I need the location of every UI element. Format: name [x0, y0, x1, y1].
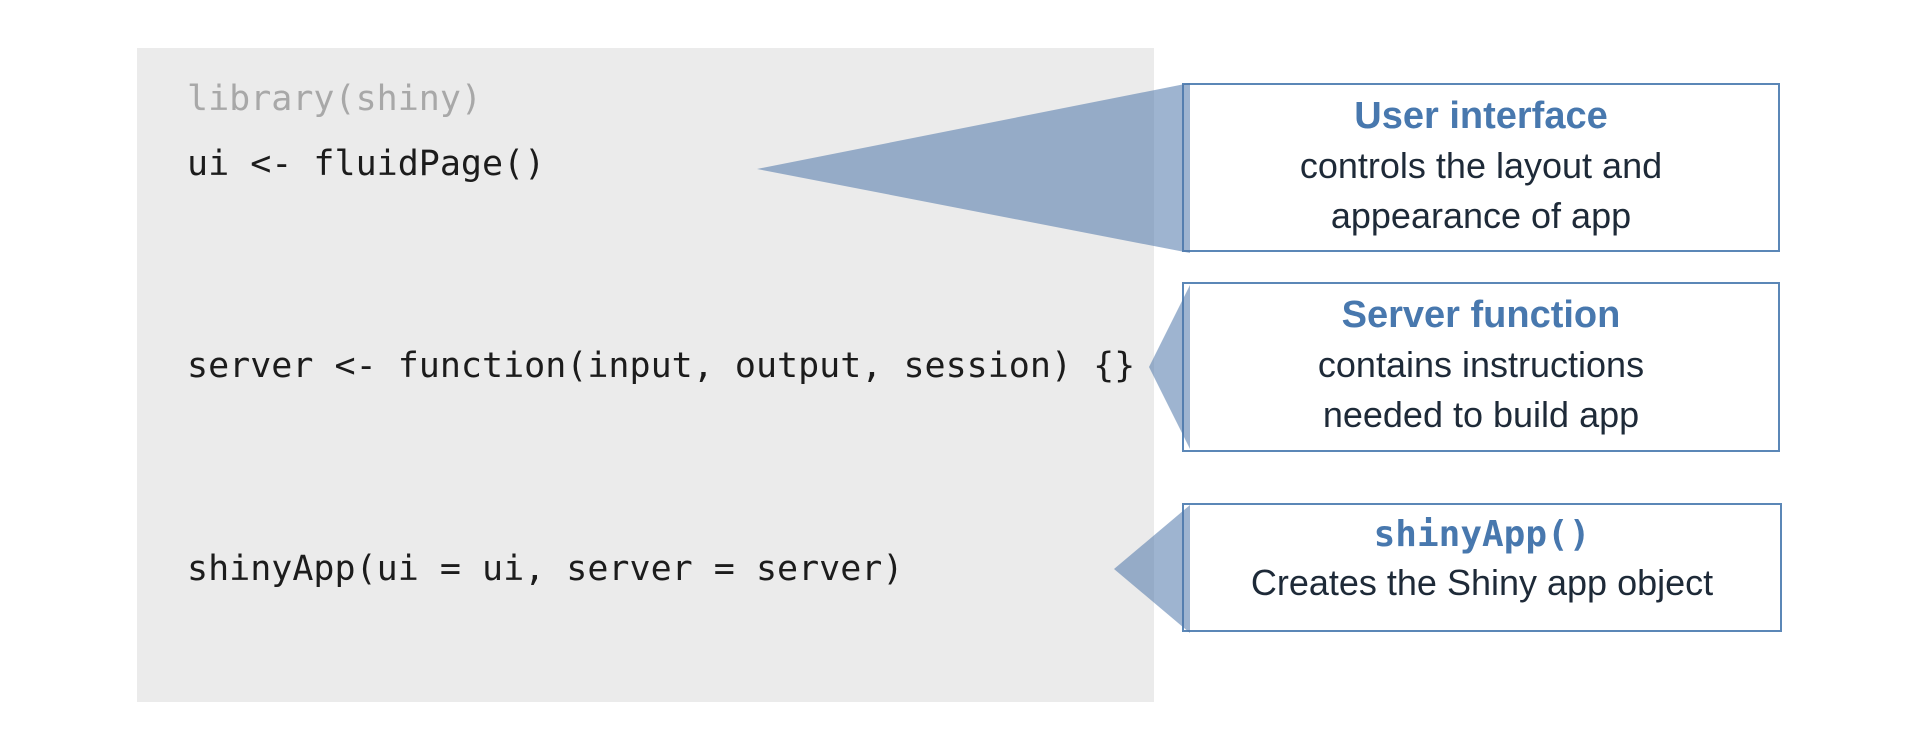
callout-box-shinyapp: shinyApp() Creates the Shiny app object: [1182, 503, 1782, 632]
callout-body-line: Creates the Shiny app object: [1250, 562, 1714, 603]
callout-title-server-function: Server function: [1341, 294, 1621, 336]
callout-title-shinyapp: shinyApp(): [1373, 514, 1591, 555]
callout-body-line: needed to build app: [1322, 394, 1640, 435]
callout-body-line: controls the layout and: [1299, 145, 1663, 186]
code-line-server: server <- function(input, output, sessio…: [187, 346, 1136, 386]
code-line-library: library(shiny): [187, 79, 483, 119]
callout-title-user-interface: User interface: [1354, 95, 1608, 137]
code-line-shinyapp: shinyApp(ui = ui, server = server): [187, 549, 904, 589]
callout-body-line: contains instructions: [1317, 344, 1645, 385]
callout-body-line: appearance of app: [1330, 195, 1632, 236]
code-line-ui: ui <- fluidPage(): [187, 144, 546, 184]
code-panel: library(shiny) ui <- fluidPage() server …: [137, 48, 1154, 702]
callout-box-server-function: Server function contains instructions ne…: [1182, 282, 1780, 452]
callout-box-user-interface: User interface controls the layout and a…: [1182, 83, 1780, 252]
